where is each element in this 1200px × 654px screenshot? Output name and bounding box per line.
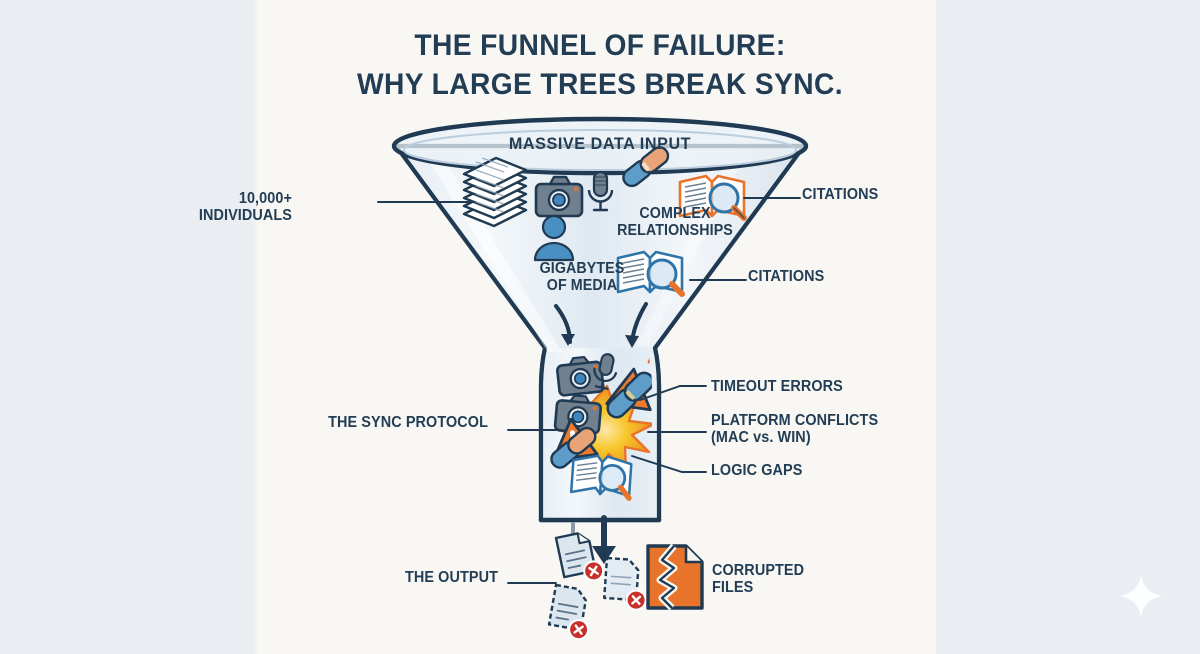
leader-timeout — [639, 385, 707, 401]
label-citations-upper: CITATIONS — [802, 186, 879, 203]
broken-file-icon — [547, 583, 590, 641]
label-complex-relationships: COMPLEX RELATIONSHIPS — [617, 205, 733, 240]
chain-link-icon — [622, 146, 670, 188]
title-line-2: WHY LARGE TREES BREAK SYNC. — [357, 68, 843, 101]
funnel-highlight-left — [428, 160, 562, 352]
person-icon — [533, 214, 575, 262]
funnel-neck-left-edge — [538, 345, 548, 523]
output-arrow-large-head — [592, 546, 616, 564]
sparkle-icon — [1120, 575, 1162, 617]
funnel-neck-right-edge — [652, 345, 662, 523]
book-magnifier-icon — [616, 250, 685, 297]
torn-file-icon — [646, 543, 704, 611]
label-timeout-errors: TIMEOUT ERRORS — [711, 378, 843, 395]
page-title: THE FUNNEL OF FAILURE: WHY LARGE TREES B… — [36, 26, 1164, 104]
book-magnifier-icon — [678, 174, 747, 221]
microphone-icon — [593, 353, 618, 390]
chain-link-icon — [606, 371, 652, 419]
label-platform-conflicts: PLATFORM CONFLICTS (MAC vs. WIN) — [711, 412, 879, 447]
document-stack-icon — [462, 156, 528, 228]
label-citations-lower: CITATIONS — [748, 268, 825, 285]
feed-arrows — [554, 302, 648, 348]
label-logic-gaps: LOGIC GAPS — [711, 462, 803, 479]
leader-logic-gaps — [631, 455, 707, 473]
broken-file-icon — [603, 556, 647, 611]
label-gigabytes-of-media: GIGABYTES OF MEDIA — [539, 260, 625, 295]
broken-file-icon — [554, 532, 605, 582]
title-line-1: THE FUNNEL OF FAILURE: — [414, 29, 786, 62]
funnel-rim-label: MASSIVE DATA INPUT — [508, 134, 692, 153]
label-corrupted-files: CORRUPTED FILES — [712, 562, 805, 597]
camera-icon — [556, 355, 605, 397]
book-magnifier-icon — [569, 454, 633, 501]
label-sync-protocol: THE SYNC PROTOCOL — [328, 414, 488, 431]
label-the-output: THE OUTPUT — [404, 569, 498, 586]
camera-icon — [534, 175, 584, 218]
leader-lines — [377, 197, 801, 584]
microphone-icon — [587, 170, 614, 212]
funnel-rim-inner — [403, 129, 797, 171]
chain-link-icon — [550, 426, 597, 469]
label-individuals: 10,000+ INDIVIDUALS — [198, 190, 292, 225]
neck-chaos-group — [550, 353, 652, 501]
